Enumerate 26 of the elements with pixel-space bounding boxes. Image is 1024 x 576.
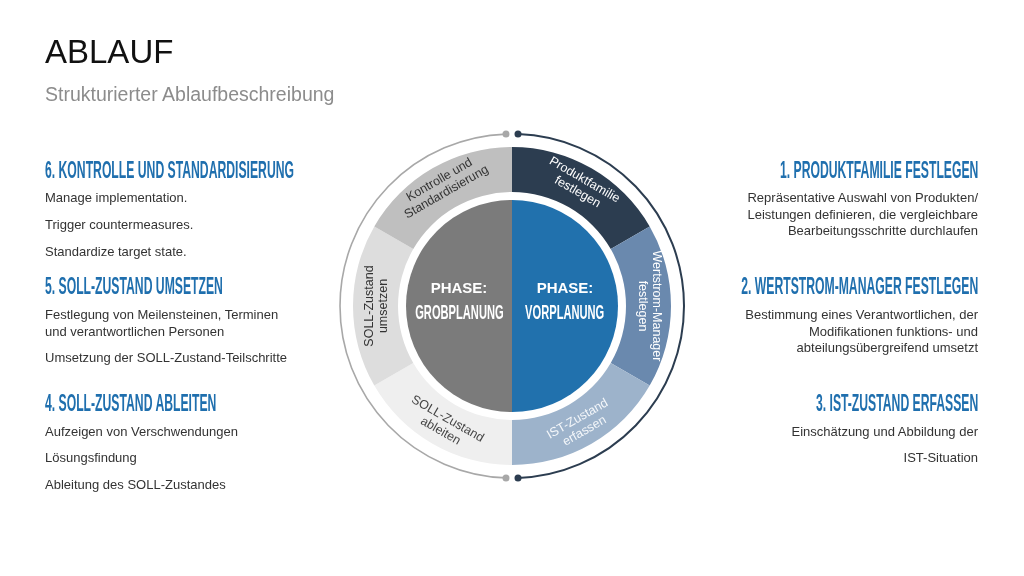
description-text: Ableitung des SOLL-Zustandes bbox=[45, 477, 226, 494]
phase-name: GROBPLANUNG bbox=[414, 300, 504, 323]
description-text: Festlegung von Meilensteinen, Terminen und verantwortlichen Personen bbox=[45, 307, 280, 340]
description-text: Standardize target state. bbox=[45, 244, 187, 261]
section-heading: 4. SOLL-ZUSTAND ABLEITEN bbox=[45, 391, 217, 415]
section-heading: 6. KONTROLLE UND STANDARDISIERUNG bbox=[45, 158, 294, 182]
title: ABLAUF bbox=[45, 33, 174, 71]
description-text: Trigger countermeasures. bbox=[45, 217, 194, 234]
subtitle: Strukturierter Ablaufbeschreibung bbox=[45, 82, 335, 106]
description-text: Umsetzung der SOLL-Zustand-Teilschritte bbox=[45, 350, 288, 367]
description-text: Bestimmung eines Verantwortlichen, der Modifikationen funktions- und abteilungsübergreifend umsetzt bbox=[744, 307, 978, 357]
description-text: Repräsentative Auswahl von Produkten/ Leistungen definieren, die vergleichbare Bearbeitungsschritte durchlaufen bbox=[746, 190, 978, 240]
segment-label: SOLL-Zustand umsetzen bbox=[362, 264, 389, 348]
section-heading: 2. WERTSTROM-MANAGER FESTLEGEN bbox=[740, 274, 978, 298]
phase-label: PHASE: bbox=[430, 277, 488, 298]
description-text: Lösungsfindung bbox=[45, 450, 137, 467]
section-heading: 3. IST-ZUSTAND ERFASSEN bbox=[815, 391, 978, 415]
phase-label: PHASE: bbox=[536, 277, 594, 298]
description-text: Einschätzung und Abbildung der bbox=[791, 424, 978, 441]
section-heading: 1. PRODUKTFAMILIE FESTLEGEN bbox=[779, 158, 978, 182]
section-heading: 5. SOLL-ZUSTAND UMSETZEN bbox=[45, 274, 223, 298]
phase-name: VORPLANUNG bbox=[525, 300, 605, 323]
description-text: IST-Situation bbox=[903, 450, 978, 467]
description-text: Manage implementation. bbox=[45, 190, 188, 207]
segment-label: Wertstrom-Manager festlegen bbox=[635, 249, 662, 364]
description-text: Aufzeigen von Verschwendungen bbox=[45, 424, 238, 441]
